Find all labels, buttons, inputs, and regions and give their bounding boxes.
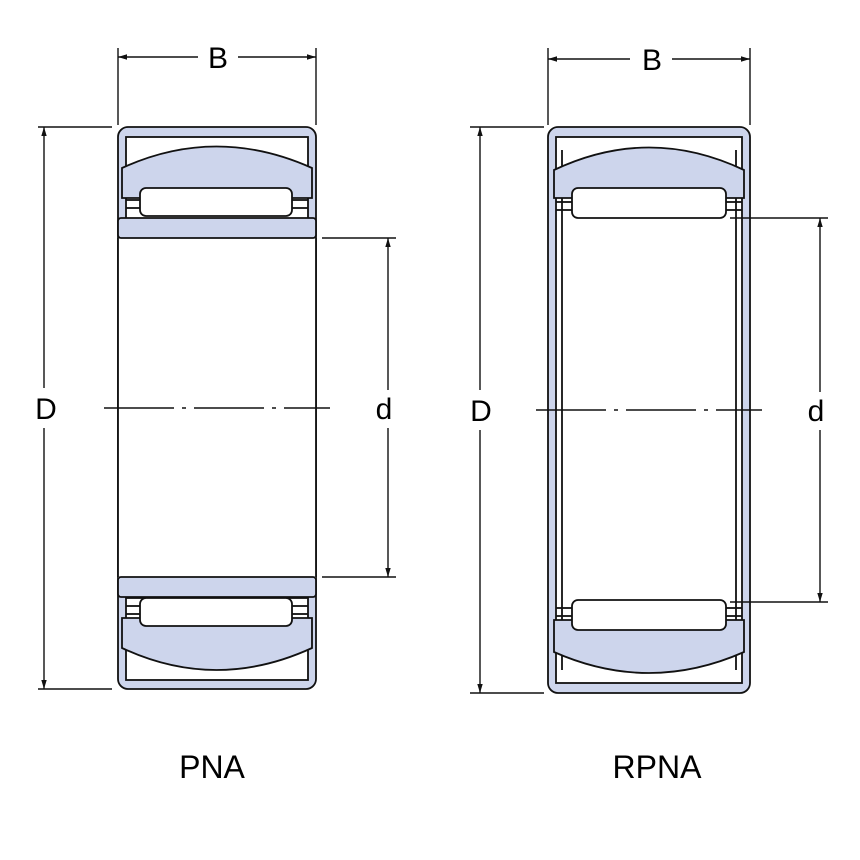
pna-top-roller (139, 187, 293, 217)
pna-bore-diameter-label: d (376, 393, 393, 426)
rpna-top-roller (571, 187, 727, 219)
pna-bottom-roller (139, 597, 293, 627)
rpna-dimensions (470, 48, 828, 694)
pna-top-sphere (121, 145, 313, 199)
pna-width-label: B (208, 42, 228, 75)
rpna-bottom-roller (571, 599, 727, 631)
rpna-width-label: B (642, 44, 662, 77)
pna-caption: PNA (179, 749, 245, 785)
pna-bottom-sphere (121, 617, 313, 671)
rpna-bottom-sphere (553, 619, 745, 674)
rpna-caption: RPNA (613, 749, 703, 785)
rpna-top-sphere (553, 146, 745, 199)
pna-dimensions (38, 48, 396, 690)
rpna-outer-diameter-label: D (470, 395, 492, 428)
rpna-bore-diameter-label: d (808, 395, 825, 428)
pna-top-inner-ring (117, 217, 317, 239)
pna-bottom-inner-ring (117, 576, 317, 598)
pna-outer-diameter-label: D (35, 393, 57, 426)
